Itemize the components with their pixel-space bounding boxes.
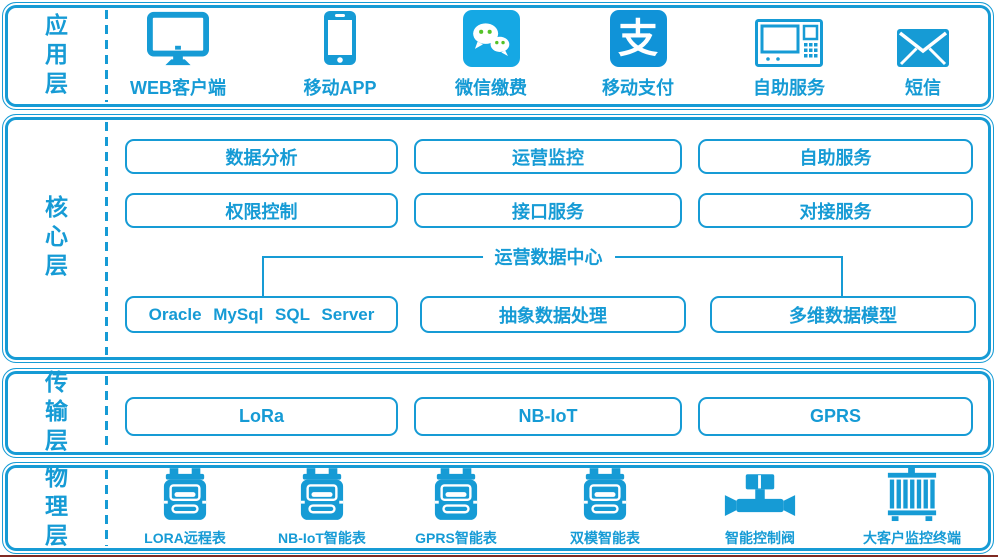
transmission-layer-panel: 传输层 (2, 368, 994, 458)
app-item-label: 移动支付 (602, 78, 674, 98)
meter-icon (583, 468, 627, 520)
phys-item-monitor-terminal: 大客户监控终端 (837, 466, 987, 548)
bottom-edge-line (0, 555, 998, 557)
phys-item-label: 双模智能表 (570, 530, 640, 546)
core-box-multidim-model: 多维数据模型 (710, 296, 976, 333)
core-layer-panel: 核心层 (2, 114, 994, 363)
alipay-icon: 支 (609, 10, 667, 67)
smartphone-icon (324, 11, 356, 65)
core-box-data-analysis: 数据分析 (125, 139, 398, 174)
phys-item-label: 智能控制阀 (725, 530, 795, 546)
meter-icon (163, 468, 207, 520)
monitor-icon (147, 11, 209, 66)
core-box-databases: Oracle MySql SQL Server (125, 296, 398, 333)
core-box-permission-control: 权限控制 (125, 193, 398, 228)
envelope-icon (897, 29, 949, 67)
radiator-icon (887, 468, 937, 522)
app-item-label: 自助服务 (753, 78, 825, 98)
trans-box-gprs: GPRS (698, 397, 973, 436)
transmission-layer-divider (105, 376, 108, 450)
application-layer-divider (105, 10, 108, 102)
app-item-label: 短信 (905, 78, 941, 98)
app-item-label: 移动APP (303, 78, 377, 98)
app-item-sms: 短信 (848, 8, 998, 100)
core-box-interface-service: 接口服务 (414, 193, 682, 228)
app-item-wechat-pay: 微信缴费 (416, 8, 566, 100)
app-item-web-client: WEB客户端 (103, 8, 253, 100)
app-item-self-service: 自助服务 (714, 8, 864, 100)
phys-item-dualmode-meter: 双模智能表 (530, 466, 680, 548)
physical-layer-divider (105, 470, 108, 546)
core-box-docking-service: 对接服务 (698, 193, 973, 228)
app-item-mobile-app: 移动APP (265, 8, 415, 100)
wechat-icon (462, 10, 520, 67)
wechat-bubbles-icon (473, 22, 510, 56)
phys-item-label: LORA远程表 (144, 530, 226, 546)
transmission-layer-label: 传输层 (41, 369, 68, 457)
core-box-ops-monitoring: 运营监控 (414, 139, 682, 174)
app-item-mobile-payment: 支 移动支付 (563, 8, 713, 100)
data-center-label: 运营数据中心 (482, 243, 615, 270)
alipay-glyph: 支 (618, 16, 658, 61)
application-layer-label: 应用层 (41, 12, 68, 100)
phys-item-lora-meter: LORA远程表 (110, 466, 260, 548)
meter-icon (300, 468, 344, 520)
core-box-self-service: 自助服务 (698, 139, 973, 174)
phys-item-control-valve: 智能控制阀 (685, 466, 835, 548)
data-center-bracket: 运营数据中心 (262, 243, 843, 296)
physical-layer-label: 物理层 (41, 464, 68, 552)
trans-box-nbiot: NB-IoT (414, 397, 682, 436)
core-layer-divider (105, 122, 108, 355)
valve-icon (724, 474, 796, 516)
meter-icon (434, 468, 478, 520)
physical-layer-panel: 物理层 (2, 462, 994, 554)
app-item-label: 微信缴费 (455, 78, 527, 98)
phys-item-gprs-meter: GPRS智能表 (381, 466, 531, 548)
phys-item-label: GPRS智能表 (415, 530, 497, 546)
core-layer-label: 核心层 (41, 195, 68, 282)
trans-box-lora: LoRa (125, 397, 398, 436)
application-layer-panel: 应用层 (2, 2, 994, 110)
phys-item-label: 大客户监控终端 (863, 530, 961, 546)
app-item-label: WEB客户端 (130, 78, 226, 98)
phys-item-label: NB-IoT智能表 (278, 530, 366, 546)
kiosk-icon (755, 19, 823, 67)
phys-item-nbiot-meter: NB-IoT智能表 (247, 466, 397, 548)
core-box-abstract-processing: 抽象数据处理 (420, 296, 686, 333)
